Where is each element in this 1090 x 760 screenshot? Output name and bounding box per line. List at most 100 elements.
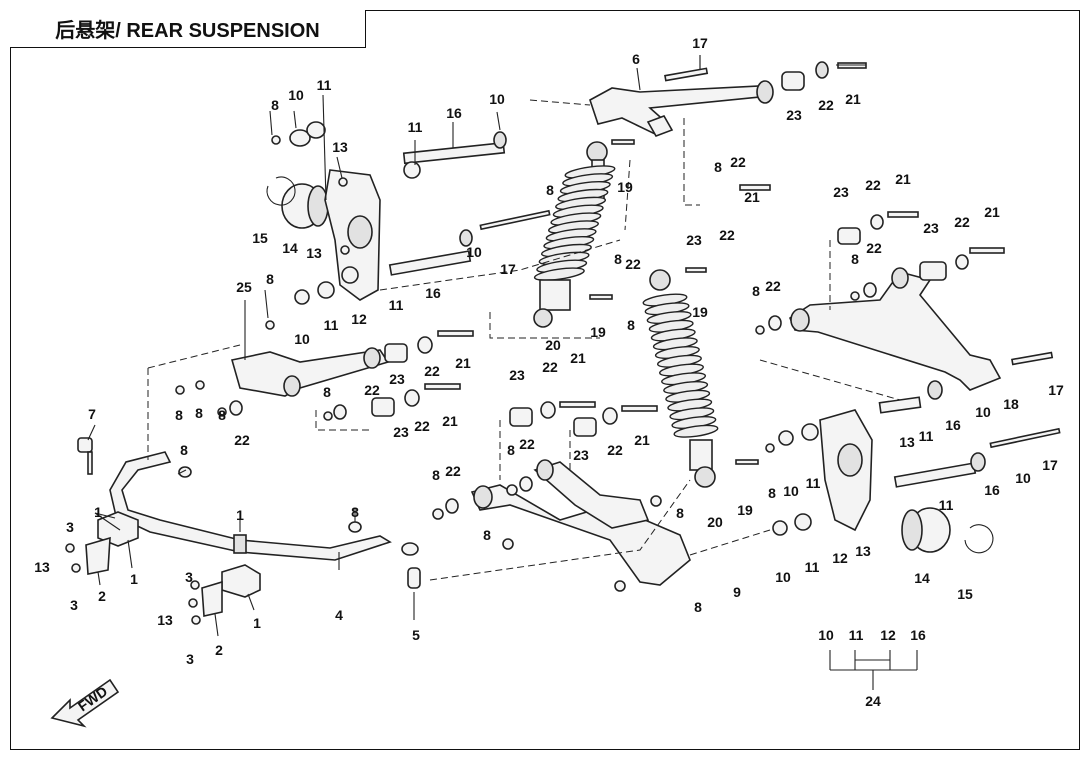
callout-number: 10	[489, 91, 505, 107]
callout-number: 22	[445, 463, 461, 479]
upper-a-arm-top	[589, 80, 774, 137]
callout-number: 4	[335, 607, 343, 623]
callout-number: 16	[984, 482, 1000, 498]
callout-number: 11	[324, 317, 339, 333]
spring-coil	[673, 424, 719, 438]
callout-number: 1	[253, 615, 261, 631]
callout-number: 10	[466, 244, 482, 260]
callout-number: 7	[88, 406, 96, 422]
callout-number: 18	[1003, 396, 1019, 412]
callout-number: 16	[425, 285, 441, 301]
callout-number: 22	[414, 418, 430, 434]
callout-number: 23	[393, 424, 409, 440]
callout-number: 13	[306, 245, 322, 261]
callout-number: 16	[945, 417, 961, 433]
callout-number: 8	[323, 384, 331, 400]
callout-number: 19	[590, 324, 606, 340]
upper-a-arm-right	[789, 267, 1002, 391]
callout-number: 23	[509, 367, 525, 383]
callout-number: 8	[851, 251, 859, 267]
callout-number: 10	[818, 627, 834, 643]
callout-number: 12	[351, 311, 367, 327]
callout-number: 8	[351, 504, 359, 520]
shock-absorber-left	[533, 141, 616, 328]
callout-number: 1	[130, 571, 138, 587]
callout-number: 22	[954, 214, 970, 230]
callout-number: 24	[865, 693, 881, 709]
callout-number: 23	[573, 447, 589, 463]
callout-number: 13	[157, 612, 173, 628]
callout-number: 8	[507, 442, 515, 458]
callout-number: 22	[866, 240, 882, 256]
callout-number: 17	[1048, 382, 1064, 398]
callout-number: 22	[765, 278, 781, 294]
callout-number: 22	[234, 432, 250, 448]
callout-number: 8	[180, 442, 188, 458]
callout-number: 2	[98, 588, 106, 604]
callout-number: 21	[570, 350, 586, 366]
callout-number: 21	[442, 413, 458, 429]
callout-number: 3	[185, 569, 193, 585]
callout-number: 8	[483, 527, 491, 543]
callout-number: 8	[676, 505, 684, 521]
callout-number: 23	[833, 184, 849, 200]
callout-number: 3	[66, 519, 74, 535]
callout-number: 10	[1015, 470, 1031, 486]
page-title: 后悬架/ REAR SUSPENSION	[10, 10, 366, 48]
callout-number: 21	[455, 355, 471, 371]
callout-number: 10	[294, 331, 310, 347]
callout-number: 11	[317, 77, 332, 93]
callout-number: 1	[236, 507, 244, 523]
callout-number: 2	[215, 642, 223, 658]
callout-number: 12	[832, 550, 848, 566]
callout-number: 11	[806, 475, 821, 491]
callout-number: 8	[614, 251, 622, 267]
callout-number: 25	[236, 279, 252, 295]
callout-number: 11	[919, 428, 934, 444]
callout-number: 22	[625, 256, 641, 272]
callout-number: 21	[845, 91, 861, 107]
callout-number: 22	[818, 97, 834, 113]
callout-number: 23	[786, 107, 802, 123]
callout-number: 14	[282, 240, 298, 256]
callout-number: 17	[692, 35, 708, 51]
spring-coil	[533, 267, 585, 281]
callout-number: 19	[617, 179, 633, 195]
callout-number: 8	[752, 283, 760, 299]
callout-number: 22	[542, 359, 558, 375]
callout-number: 8	[627, 317, 635, 333]
callout-number: 13	[855, 543, 871, 559]
callout-number: 20	[545, 337, 561, 353]
callout-number: 3	[186, 651, 194, 667]
shock-absorber-right	[642, 269, 719, 488]
callout-number: 13	[332, 139, 348, 155]
callout-number: 17	[1042, 457, 1058, 473]
callout-number: 10	[975, 404, 991, 420]
callout-number: 10	[783, 483, 799, 499]
callout-number: 9	[733, 584, 741, 600]
callout-number: 8	[195, 405, 203, 421]
callout-number: 23	[389, 371, 405, 387]
callout-number: 15	[957, 586, 973, 602]
callout-number: 22	[719, 227, 735, 243]
callout-number: 19	[692, 304, 708, 320]
callout-number: 22	[607, 442, 623, 458]
callout-number: 11	[939, 497, 954, 513]
callout-number: 16	[446, 105, 462, 121]
fwd-arrow-icon: FWD	[50, 678, 120, 728]
callout-number: 21	[895, 171, 911, 187]
callout-number: 12	[880, 627, 896, 643]
callout-number: 23	[686, 232, 702, 248]
callout-number: 22	[364, 382, 380, 398]
callout-number: 11	[408, 119, 423, 135]
callout-number: 8	[218, 407, 226, 423]
callout-number: 11	[389, 297, 404, 313]
callout-number: 17	[500, 261, 516, 277]
callout-number: 20	[707, 514, 723, 530]
callout-number: 13	[899, 434, 915, 450]
callout-number: 3	[70, 597, 78, 613]
callout-number: 22	[519, 436, 535, 452]
callout-number: 19	[737, 502, 753, 518]
callout-number: 5	[412, 627, 420, 643]
